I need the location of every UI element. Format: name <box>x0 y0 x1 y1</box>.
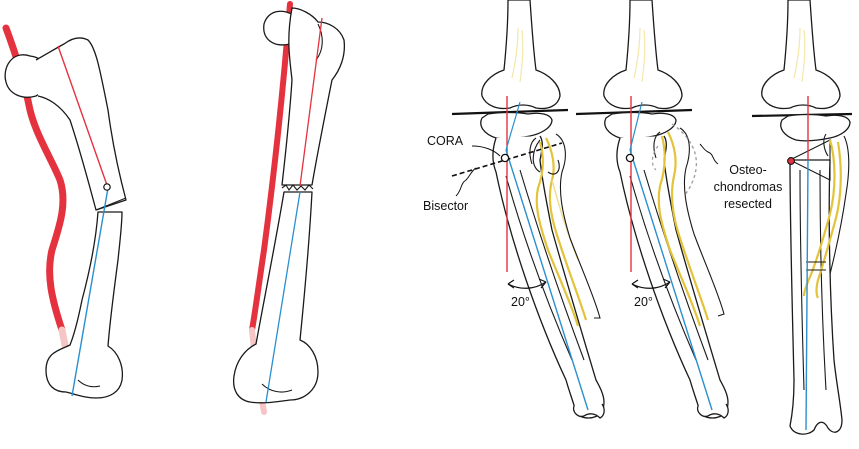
angle-arrow-right-3 <box>538 278 547 289</box>
proximal-femur <box>35 37 127 211</box>
angle-arrow-right-4 <box>662 278 671 289</box>
tibia-corrected-panel <box>751 0 853 435</box>
cora-point-4 <box>625 153 635 163</box>
cora-point-marker <box>103 183 111 191</box>
cora-point-5 <box>787 157 795 165</box>
angle-arc-3 <box>507 281 547 289</box>
osteochondromas-label-line1: Osteo- <box>729 163 767 177</box>
blue-upper-axis-4 <box>629 101 643 151</box>
angle-arrow-left-4 <box>631 279 639 289</box>
fibula-outline-3 <box>529 133 601 319</box>
fibula-outline-4 <box>653 127 725 317</box>
angle-label-left: 20° <box>511 295 530 309</box>
tibia-inner-cortex-3 <box>505 169 585 361</box>
osteotomy-jagged-line <box>281 184 314 191</box>
femur-faint-lines-4 <box>633 27 646 83</box>
tibia-proximal-3 <box>480 111 553 140</box>
angle-arrow-left-3 <box>507 279 515 289</box>
blue-anatomic-axis <box>71 187 109 397</box>
femur-shaft-3 <box>481 0 561 110</box>
cora-leader-line <box>471 145 501 157</box>
red-straight-line <box>249 1 293 333</box>
cora-point-3 <box>500 153 510 163</box>
osteochondroma-leader-line <box>699 143 719 165</box>
resected-osteochondroma-outline <box>671 123 698 197</box>
bisector-label: Bisector <box>423 199 469 213</box>
osteochondromas-label-line3: resected <box>724 197 772 211</box>
malleolus-3 <box>572 403 605 419</box>
femur-shaft-4 <box>603 0 683 110</box>
trochanter-line <box>315 23 323 61</box>
tibia-inner-cortex-5 <box>799 169 827 391</box>
tibia-resected-panel <box>575 0 729 419</box>
red-mechanical-axis <box>57 45 109 189</box>
blue-anatomic-axis-4 <box>629 149 713 411</box>
osteochondroma-3 <box>532 139 560 175</box>
osteotomy-wedge-5 <box>788 139 831 181</box>
osteotomy-cut-proximal <box>95 197 127 211</box>
malleolus-4 <box>696 403 729 419</box>
angle-arc-4 <box>631 281 671 289</box>
fibula-outline-5 <box>823 133 850 275</box>
bisector-leader-line <box>455 167 477 197</box>
distal-femur-shaft <box>45 211 124 399</box>
condyle-line-2 <box>261 383 293 393</box>
femur-faint-lines-3 <box>511 27 524 83</box>
proximal-femur-2 <box>281 7 346 186</box>
red-mechanical-axis-2 <box>299 17 323 187</box>
distal-femur-2 <box>232 191 319 404</box>
blue-anatomic-axis-3 <box>505 149 589 411</box>
blue-anatomic-axis-5 <box>805 159 809 431</box>
tibia-proximal-4 <box>604 111 677 140</box>
osteochondromas-label-line2: chondromas <box>713 180 783 194</box>
tibia-shaft-5 <box>789 159 843 435</box>
fibula-yellow-4 <box>657 131 710 327</box>
blue-anatomic-axis-2 <box>265 191 301 403</box>
angle-label-right: 20° <box>634 295 653 309</box>
fibula-segment-5 <box>806 261 826 271</box>
femur-deformed-panel <box>2 24 127 399</box>
tibia-shaft-3 <box>492 135 605 419</box>
resected-osteochondroma-outline-2 <box>651 145 659 171</box>
fibula-yellow-3 <box>535 137 588 327</box>
femur-corrected-panel <box>232 1 346 415</box>
tibia-inner-cortex-4 <box>629 169 709 361</box>
femur-faint-lines-5 <box>793 27 806 83</box>
condyle-line <box>77 379 101 388</box>
femur-shaft-5 <box>761 0 841 110</box>
blue-upper-axis-3 <box>505 101 521 151</box>
cora-label: CORA <box>427 134 464 148</box>
tibia-proximal-5 <box>780 113 851 142</box>
tibia-cora-panel <box>451 0 605 419</box>
